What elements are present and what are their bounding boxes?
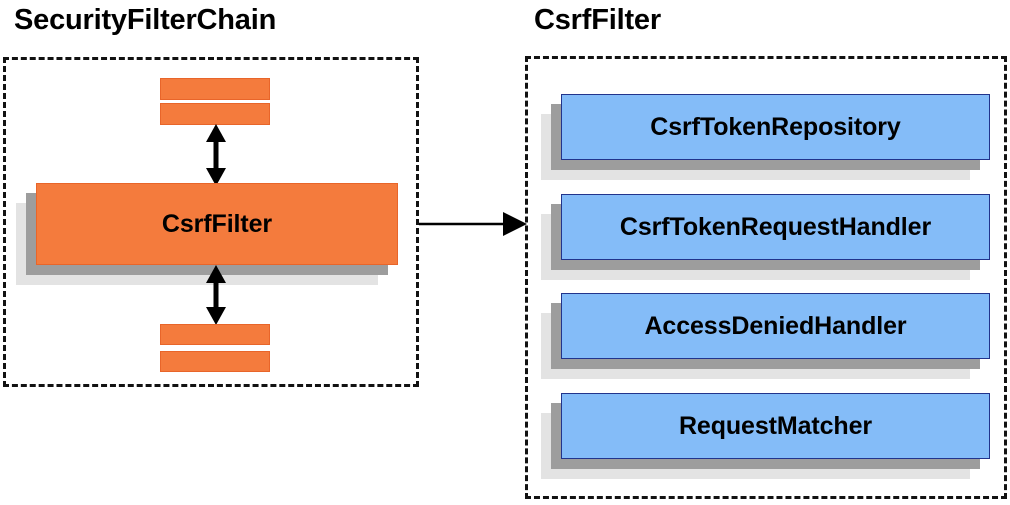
collaborator-box-csrf-token-repository: CsrfTokenRepository [541, 94, 990, 180]
arrow-up-down-below-csrffilter [198, 265, 234, 325]
arrow-securityfilterchain-to-csrffilter [419, 212, 529, 236]
collaborator-box-access-denied-handler: AccessDeniedHandler [541, 293, 990, 379]
page-title-csrf-filter: CsrfFilter [534, 4, 661, 36]
collaborator-box-face: AccessDeniedHandler [561, 293, 990, 359]
page-title-security-filter-chain: SecurityFilterChain [14, 4, 277, 36]
collaborator-box-request-matcher: RequestMatcher [541, 393, 990, 479]
filter-bar-top-1 [160, 78, 270, 100]
collaborator-label: CsrfTokenRequestHandler [619, 212, 932, 241]
csrf-filter-box: CsrfFilter [16, 183, 398, 285]
collaborator-label: AccessDeniedHandler [644, 311, 907, 340]
filter-bar-bottom-1 [160, 324, 270, 345]
filter-bar-bottom-2 [160, 351, 270, 372]
collaborator-label: RequestMatcher [678, 411, 873, 440]
collaborator-box-face: RequestMatcher [561, 393, 990, 459]
collaborator-box-face: CsrfTokenRequestHandler [561, 194, 990, 260]
arrow-up-down-above-csrffilter [198, 124, 234, 186]
collaborator-label: CsrfTokenRepository [650, 112, 901, 141]
csrf-filter-box-label: CsrfFilter [161, 209, 273, 238]
collaborator-box-face: CsrfTokenRepository [561, 94, 990, 160]
collaborator-box-csrf-token-request-handler: CsrfTokenRequestHandler [541, 194, 990, 280]
filter-bar-top-2 [160, 103, 270, 125]
security-filter-chain-panel [3, 57, 419, 387]
csrf-filter-collaborators-panel [525, 56, 1007, 499]
csrf-filter-box-face: CsrfFilter [36, 183, 398, 265]
